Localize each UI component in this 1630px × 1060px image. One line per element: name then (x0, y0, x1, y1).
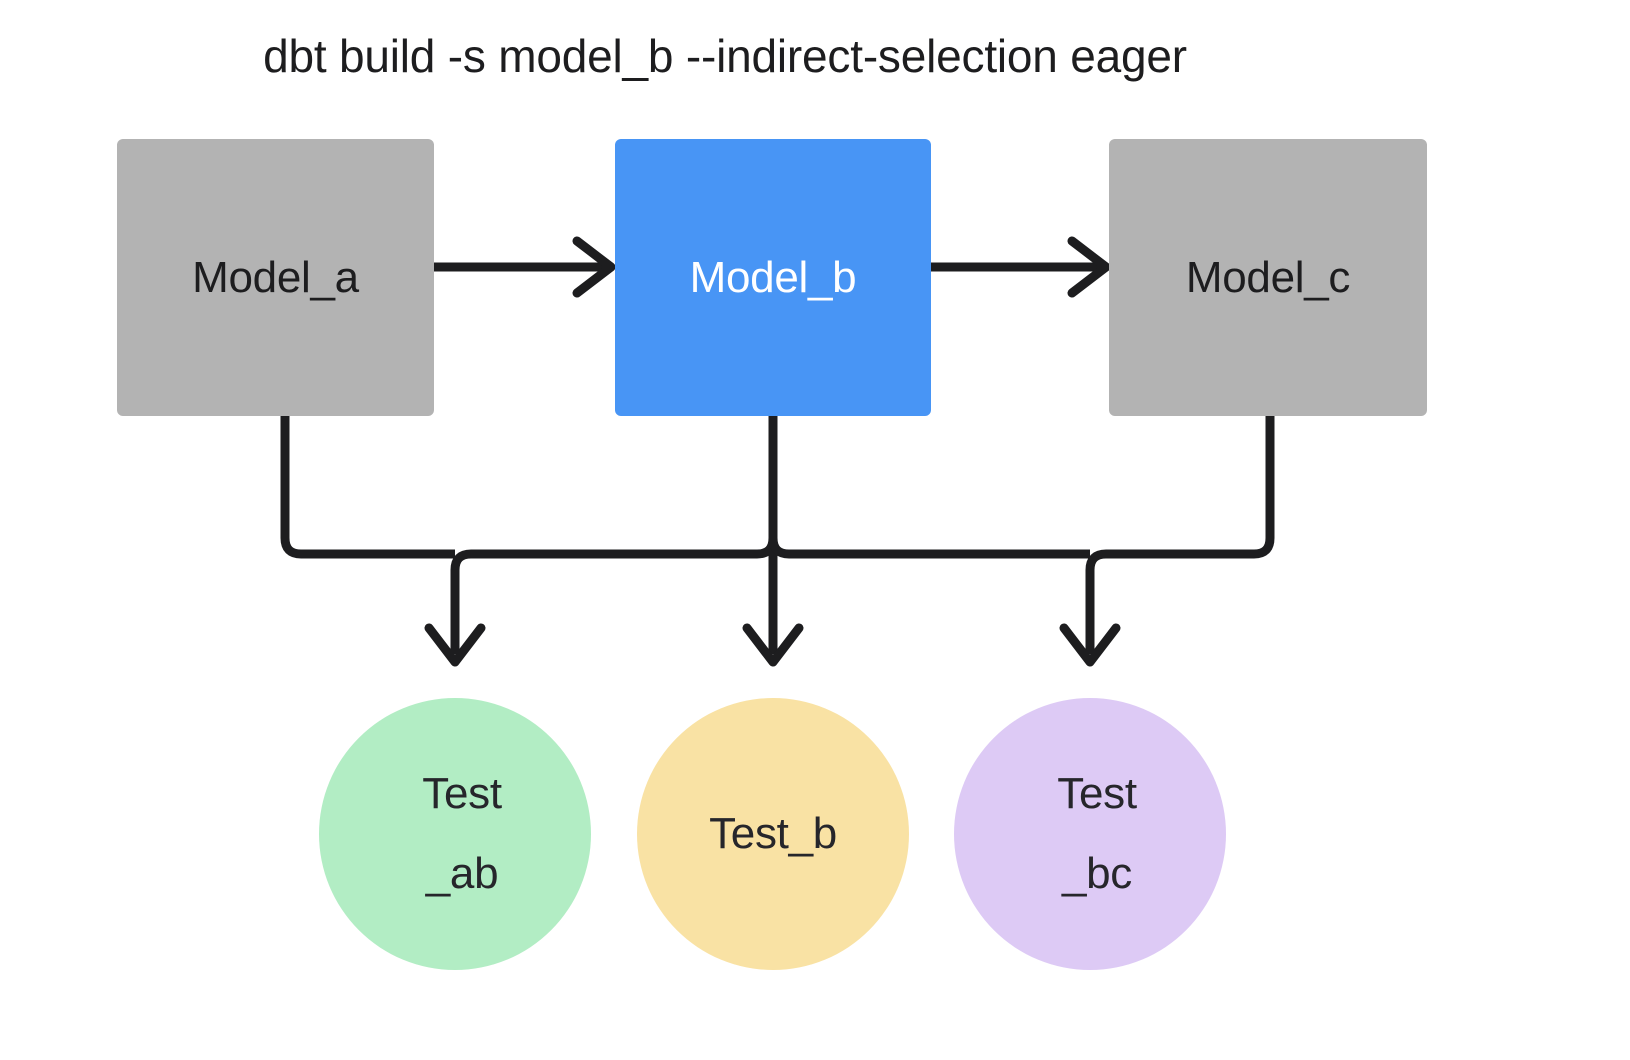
edge-model-a-to-test-ab (280, 416, 455, 559)
node-test-b-label: Test_b (709, 809, 837, 858)
edge-model-a-to-model-b (434, 236, 616, 298)
edge-model-c-to-test-bc (1059, 416, 1275, 667)
node-test-ab-label: Test _ab (422, 769, 502, 898)
node-model-a[interactable]: Model_a (117, 139, 434, 416)
edge-model-b-to-model-c (931, 236, 1111, 298)
diagram-title: dbt build -s model_b --indirect-selectio… (263, 30, 1187, 82)
node-test-b[interactable]: Test_b (637, 698, 909, 970)
edge-model-b-to-test-b (742, 416, 804, 667)
node-model-b-label: Model_b (689, 252, 857, 302)
node-test-bc-label: Test _bc (1057, 769, 1137, 898)
node-model-b[interactable]: Model_b (615, 139, 931, 416)
edge-model-b-to-test-ab (424, 416, 778, 667)
edge-model-b-to-test-bc (768, 537, 1090, 559)
node-model-c[interactable]: Model_c (1109, 139, 1427, 416)
node-model-c-label: Model_c (1185, 252, 1351, 302)
node-model-a-label: Model_a (192, 252, 359, 302)
node-test-ab[interactable]: Test _ab (319, 698, 591, 970)
node-test-bc[interactable]: Test _bc (954, 698, 1226, 970)
